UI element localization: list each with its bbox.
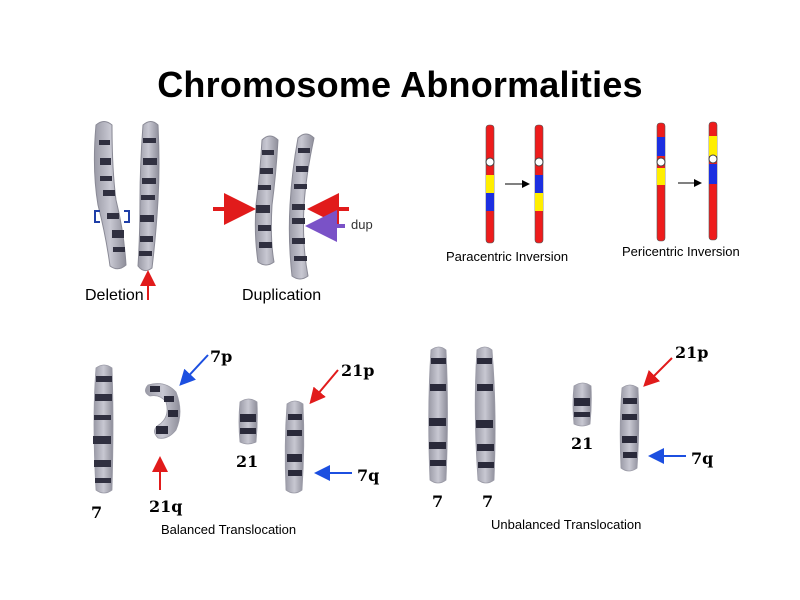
unbalanced-arrow-21p — [643, 357, 673, 387]
unbalanced-translocation-diagram — [428, 346, 686, 484]
paracentric-inversion-label: Paracentric Inversion — [446, 249, 569, 264]
balanced-arrow-7p — [179, 354, 209, 386]
dup-label: dup — [351, 217, 373, 232]
unbalanced-7a-label: 7 — [432, 492, 444, 511]
unbalanced-7q-label: 7q — [691, 449, 714, 468]
balanced-7-label: 7 — [91, 503, 103, 522]
deletion-chromosomes — [93, 121, 160, 300]
unbalanced-21p-label: 21p — [675, 343, 709, 362]
balanced-7p-label: 7p — [210, 347, 233, 366]
deletion-bracket — [94, 210, 100, 223]
balanced-arrow-21p — [309, 369, 339, 405]
paracentric-inversion-diagram — [485, 124, 544, 244]
balanced-7q-label: 7q — [357, 466, 380, 485]
unbalanced-21-label: 21 — [571, 434, 594, 453]
pericentric-inversion-label: Pericentric Inversion — [622, 244, 740, 259]
page-title: Chromosome Abnormalities — [157, 64, 643, 105]
balanced-21q-label: 21q — [149, 497, 183, 516]
balanced-translocation-diagram — [93, 354, 352, 494]
duplication-label: Duplication — [242, 287, 322, 304]
balanced-chromosome-7 — [93, 364, 114, 494]
duplication-chromosomes — [213, 133, 349, 280]
deletion-label: Deletion — [85, 287, 144, 304]
pericentric-inversion-diagram — [656, 121, 718, 242]
balanced-translocation-label: Balanced Translocation — [161, 522, 297, 537]
balanced-21p-label: 21p — [341, 361, 375, 380]
unbalanced-translocation-label: Unbalanced Translocation — [491, 517, 642, 532]
unbalanced-7b-label: 7 — [482, 492, 494, 511]
balanced-21-label: 21 — [236, 452, 259, 471]
unbalanced-chromosome-der21 — [619, 384, 640, 472]
